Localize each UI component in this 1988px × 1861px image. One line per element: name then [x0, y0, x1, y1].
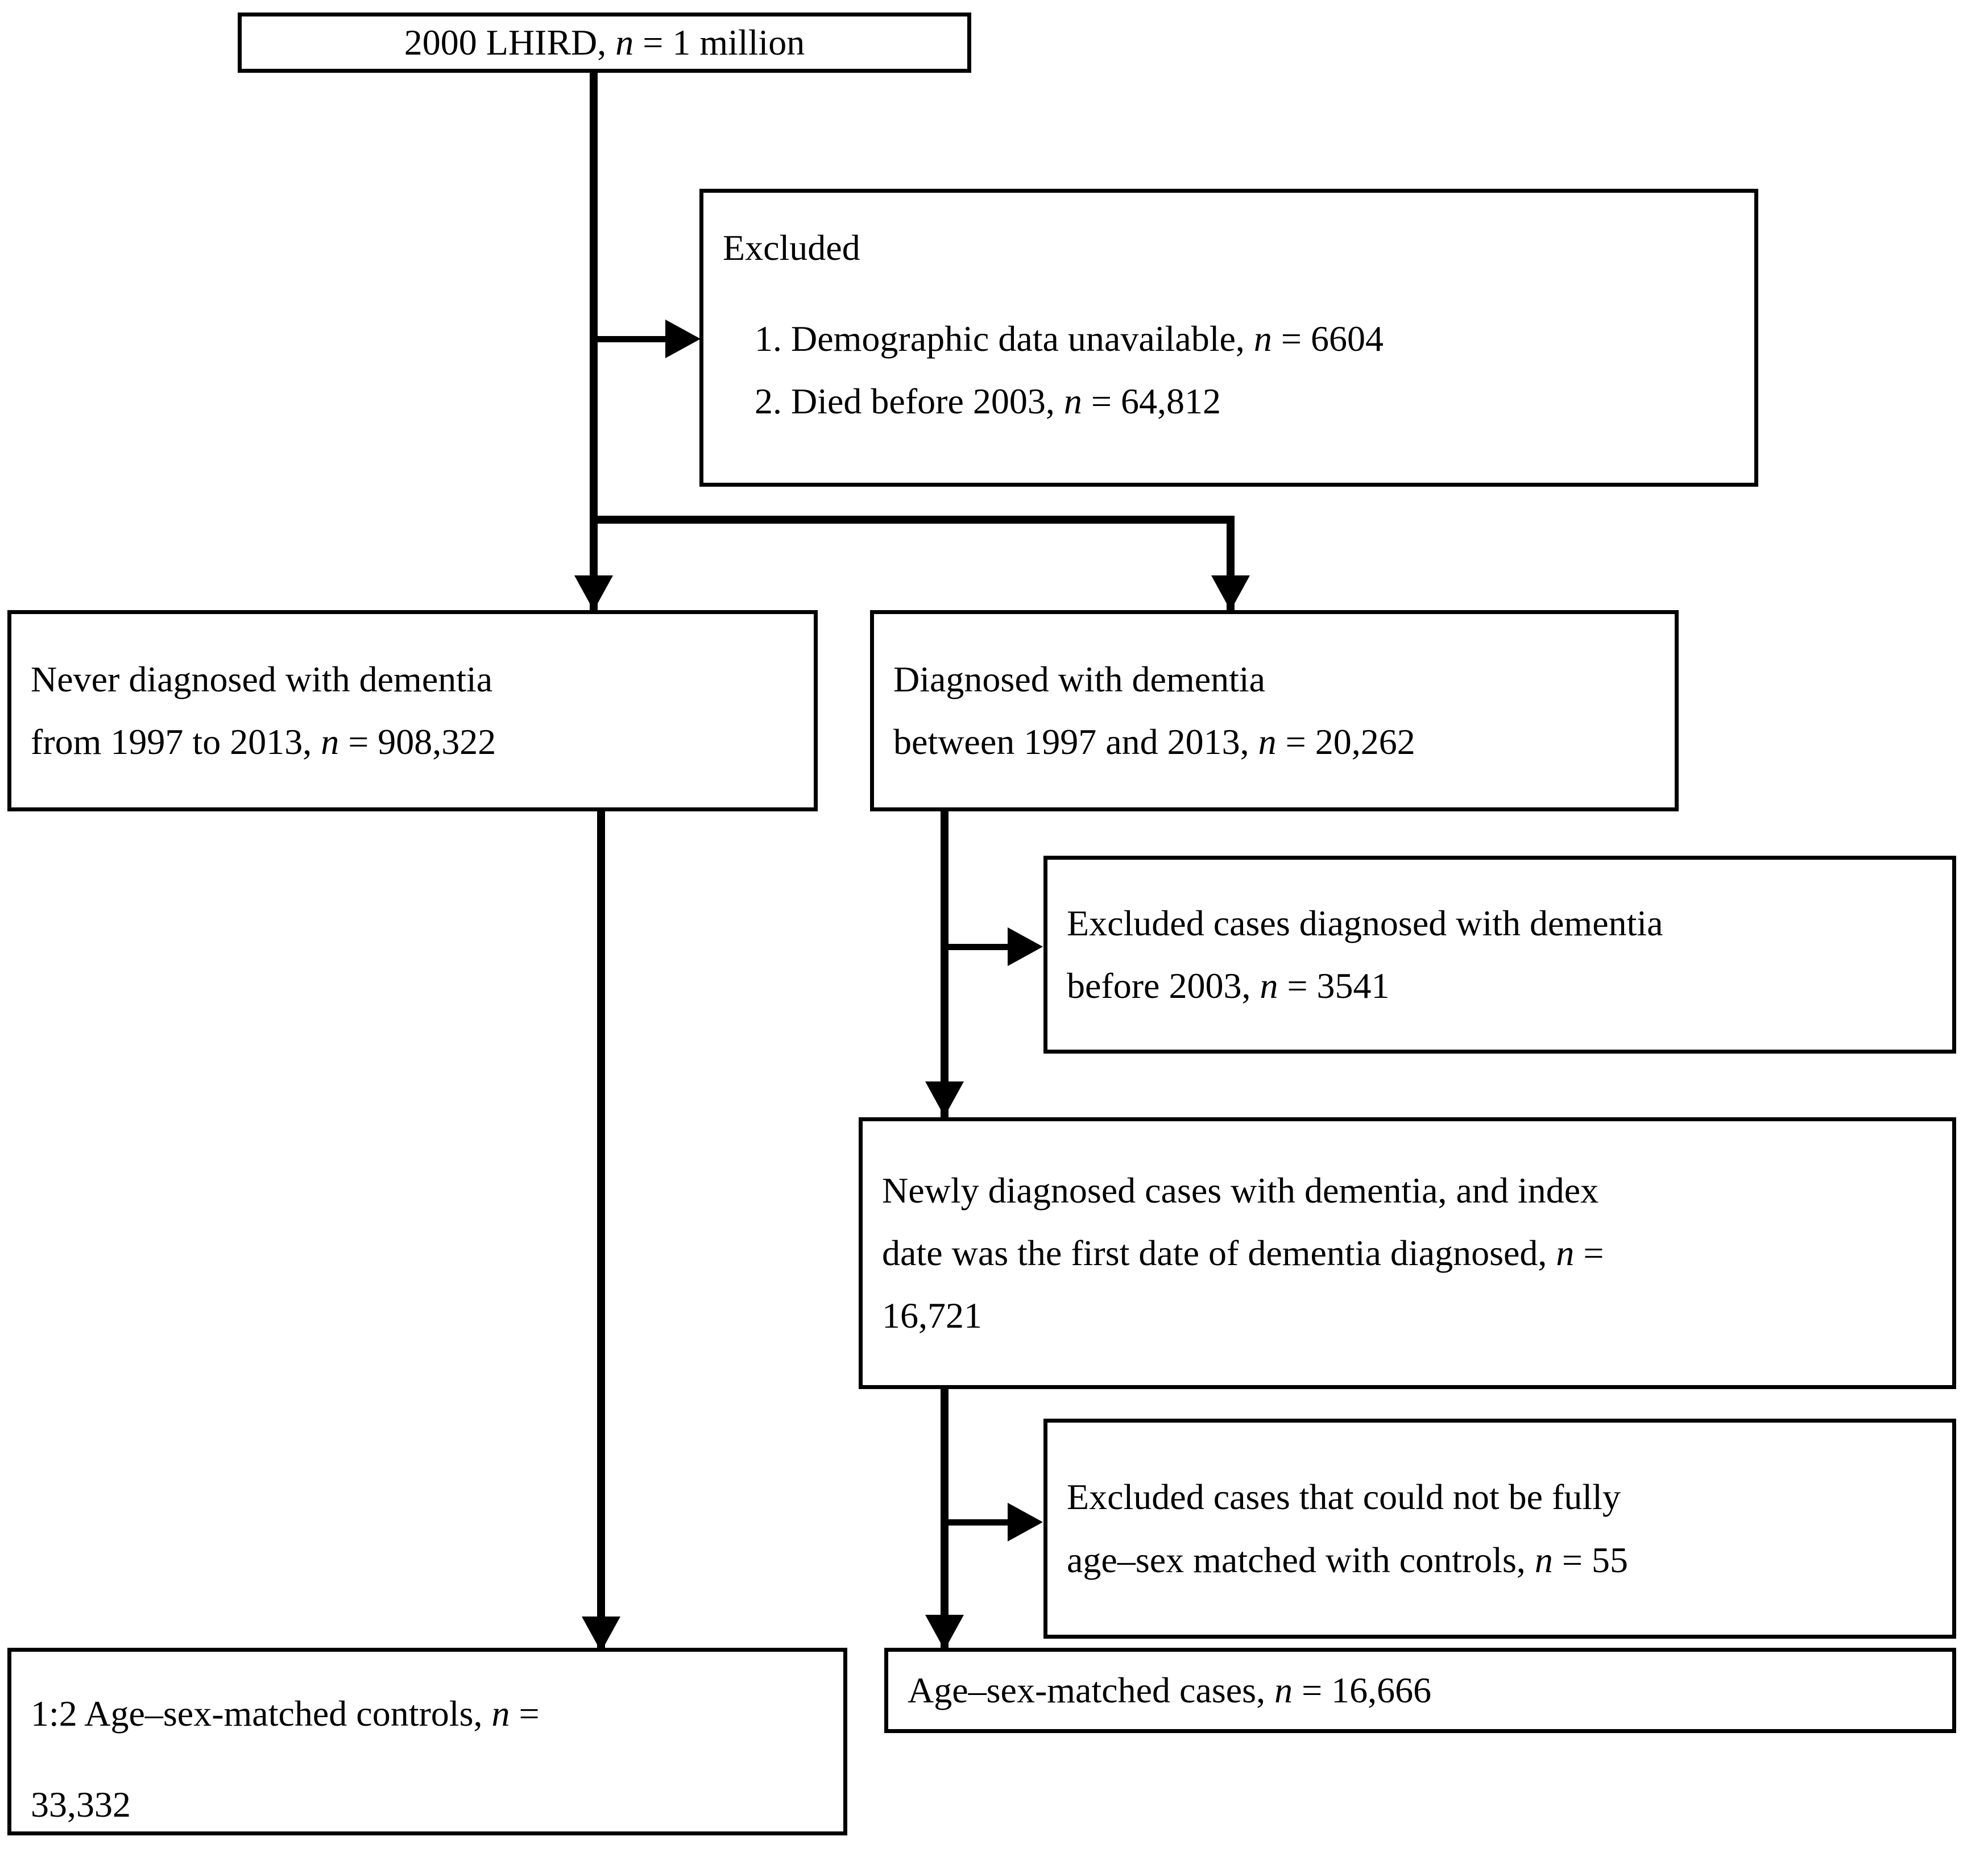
matched-cases-line-1: Age–sex-matched cases, n = 16,666: [908, 1669, 1432, 1710]
arrowhead-to-excluded-initial: [665, 320, 701, 358]
connector-source-to-diagnosed-horizontal: [590, 516, 1235, 524]
excluded-initial-heading: Excluded: [723, 227, 860, 268]
node-excluded-initial: Excluded 1. Demographic data unavailable…: [699, 189, 1758, 487]
connector-diagnosed-trunk: [941, 810, 949, 1163]
excluded-initial-item-1: 1. Demographic data unavailable, n = 660…: [755, 318, 1384, 359]
newly-diagnosed-line-3: 16,721: [882, 1295, 982, 1336]
node-diagnosed-dementia: Diagnosed with dementia between 1997 and…: [870, 610, 1679, 811]
matched-controls-line-1: 1:2 Age–sex-matched controls, n =: [31, 1693, 540, 1734]
connector-source-to-excluded: [590, 336, 675, 342]
arrowhead-to-never-dementia: [574, 575, 613, 611]
connector-source-trunk: [590, 71, 598, 657]
matched-controls-line-2: 33,332: [31, 1784, 131, 1825]
arrowhead-to-newly-diagnosed: [925, 1081, 964, 1117]
connector-never-to-controls: [597, 810, 605, 1657]
connector-newly-to-excluded-unmatched: [941, 1519, 1011, 1526]
never-dementia-line-1: Never diagnosed with dementia: [31, 658, 493, 699]
node-source-cohort: 2000 LHIRD, n = 1 million: [238, 13, 971, 73]
arrowhead-to-diagnosed-dementia: [1211, 575, 1250, 611]
excluded-unmatched-line-1: Excluded cases that could not be fully: [1067, 1477, 1621, 1518]
diagnosed-dementia-line-2: between 1997 and 2013, n = 20,262: [893, 722, 1415, 762]
excluded-unmatched-line-2: age–sex matched with controls, n = 55: [1067, 1539, 1628, 1580]
excluded-initial-item-2: 2. Died before 2003, n = 64,812: [755, 381, 1221, 422]
node-excluded-unmatched: Excluded cases that could not be fully a…: [1043, 1419, 1956, 1639]
excluded-before-2003-line-1: Excluded cases diagnosed with dementia: [1067, 902, 1663, 943]
arrowhead-to-matched-cases: [925, 1615, 964, 1650]
never-dementia-line-2: from 1997 to 2013, n = 908,322: [31, 722, 496, 762]
arrowhead-to-excluded-before-2003: [1008, 927, 1043, 966]
newly-diagnosed-line-1: Newly diagnosed cases with dementia, and…: [882, 1170, 1599, 1211]
connector-diagnosed-to-excluded2003: [941, 944, 1011, 950]
node-newly-diagnosed: Newly diagnosed cases with dementia, and…: [859, 1117, 1956, 1389]
node-matched-cases: Age–sex-matched cases, n = 16,666: [884, 1648, 1956, 1733]
excluded-before-2003-line-2: before 2003, n = 3541: [1067, 965, 1390, 1006]
arrowhead-to-excluded-unmatched: [1008, 1503, 1043, 1541]
source-cohort-text: 2000 LHIRD, n = 1 million: [404, 22, 805, 63]
node-never-dementia: Never diagnosed with dementia from 1997 …: [7, 610, 818, 811]
newly-diagnosed-line-2: date was the first date of dementia diag…: [882, 1232, 1604, 1273]
node-excluded-before-2003: Excluded cases diagnosed with dementia b…: [1043, 856, 1956, 1054]
diagnosed-dementia-line-1: Diagnosed with dementia: [893, 658, 1266, 699]
node-matched-controls: 1:2 Age–sex-matched controls, n = 33,332: [7, 1648, 847, 1835]
arrowhead-to-matched-controls: [582, 1617, 620, 1652]
